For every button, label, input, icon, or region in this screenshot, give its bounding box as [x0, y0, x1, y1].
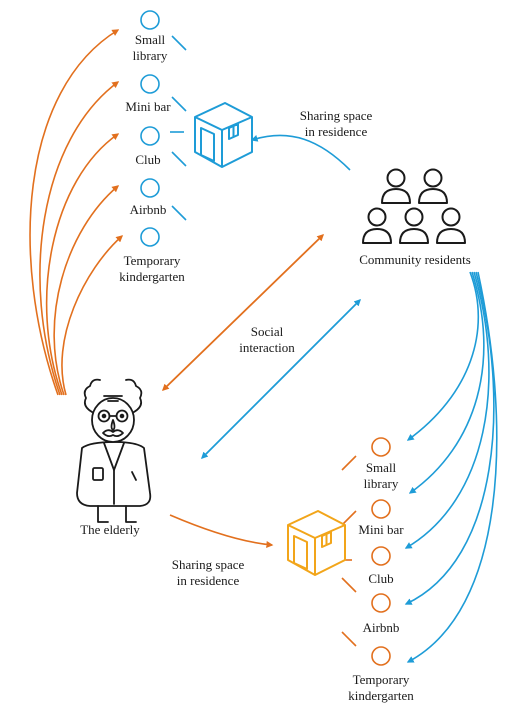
social-interaction-line1: Social [250, 324, 284, 339]
bottom-list-marker-4 [371, 593, 391, 613]
bottom-list-marker-1 [371, 437, 391, 457]
top-list-marker-4 [140, 178, 160, 198]
arrow-to-airbnb-top [53, 185, 120, 396]
item-label-line1: Airbnb [362, 620, 400, 635]
arrow-to-club-top [45, 133, 120, 396]
bottom-list-tick-4 [341, 577, 357, 593]
top-item-club: Club [135, 152, 160, 168]
top-list-marker-2 [140, 74, 160, 94]
bottom-item-club: Club [368, 571, 393, 587]
top-item-small-library: Small library [133, 32, 168, 64]
arrow-to-mini-bar-bottom [408, 271, 485, 494]
sharing-space-bottom-line1: Sharing space [171, 557, 245, 572]
item-label-line1: Temporary [352, 672, 410, 687]
top-item-temporary-kindergarten: Temporary kindergarten [119, 253, 184, 285]
item-label-line1: Mini bar [125, 99, 171, 114]
sharing-space-bottom-label: Sharing space in residence [172, 557, 245, 589]
elderly-label: The elderly [80, 522, 140, 537]
bottom-item-airbnb: Airbnb [363, 620, 400, 636]
bottom-item-temporary-kindergarten: Temporary kindergarten [348, 672, 413, 704]
sharing-space-top-line1: Sharing space [299, 108, 373, 123]
social-interaction-blue-arrow [201, 299, 361, 459]
arrow-to-mini-bar-top [39, 81, 120, 396]
community-residents-label: Community residents [359, 252, 471, 267]
elderly-person-icon [76, 378, 152, 523]
item-label-line1: Temporary [123, 253, 181, 268]
bottom-list-tick-2 [341, 510, 357, 526]
residents-to-bottom-list-arrows [404, 271, 498, 663]
item-label-line2: kindergarten [348, 688, 414, 703]
item-label-line2: library [363, 476, 399, 491]
residents-to-space-arrow [250, 134, 351, 171]
top-list-marker-1 [140, 10, 160, 30]
top-list-markers [140, 10, 187, 247]
item-label-line2: kindergarten [119, 269, 185, 284]
social-interaction-label: Social interaction [239, 324, 295, 356]
sharing-space-top-line2: in residence [304, 124, 368, 139]
bottom-list-markers [338, 437, 391, 666]
arrow-to-temporary-kindergarten-top [61, 235, 124, 396]
item-label-line1: Club [135, 152, 161, 167]
social-interaction-orange-arrow [161, 234, 325, 391]
social-interaction-line2: interaction [239, 340, 295, 355]
sharing-space-top-label: Sharing space in residence [300, 108, 373, 140]
bottom-item-mini-bar: Mini bar [358, 522, 403, 538]
shared-space-cube-icon [287, 510, 346, 576]
top-item-mini-bar: Mini bar [125, 99, 170, 115]
item-label-line1: Club [368, 571, 394, 586]
top-list-tick-1 [171, 35, 187, 51]
top-list-marker-3 [140, 126, 160, 146]
top-list-tick-2 [171, 96, 187, 112]
arrow-to-temporary-kindergarten-bottom [406, 271, 498, 663]
community-residents-icon [362, 168, 466, 244]
top-list-marker-5 [140, 227, 160, 247]
sharing-space-bottom-line2: in residence [176, 573, 240, 588]
item-label-line2: library [132, 48, 168, 63]
arrow-to-small-library-top [29, 29, 120, 396]
bottom-item-small-library: Small library [364, 460, 399, 492]
bottom-list-marker-5 [371, 646, 391, 666]
top-list-tick-4 [171, 151, 187, 167]
elderly-to-top-list-arrows [29, 29, 124, 396]
item-label-line1: Small [134, 32, 166, 47]
top-list-tick-5 [171, 205, 187, 221]
shared-space-cube-icon [194, 102, 253, 168]
item-label-line1: Airbnb [129, 202, 167, 217]
elderly-to-space-arrow [169, 514, 274, 548]
item-label-line1: Small [365, 460, 397, 475]
arrow-to-small-library-bottom [406, 271, 480, 441]
bottom-list-marker-3 [371, 546, 391, 566]
item-label-line1: Mini bar [358, 522, 404, 537]
bottom-list-tick-1 [341, 455, 357, 471]
bottom-list-marker-2 [371, 499, 391, 519]
arrow-to-club-bottom [404, 271, 490, 549]
bottom-list-tick-5 [341, 631, 357, 647]
top-item-airbnb: Airbnb [130, 202, 167, 218]
